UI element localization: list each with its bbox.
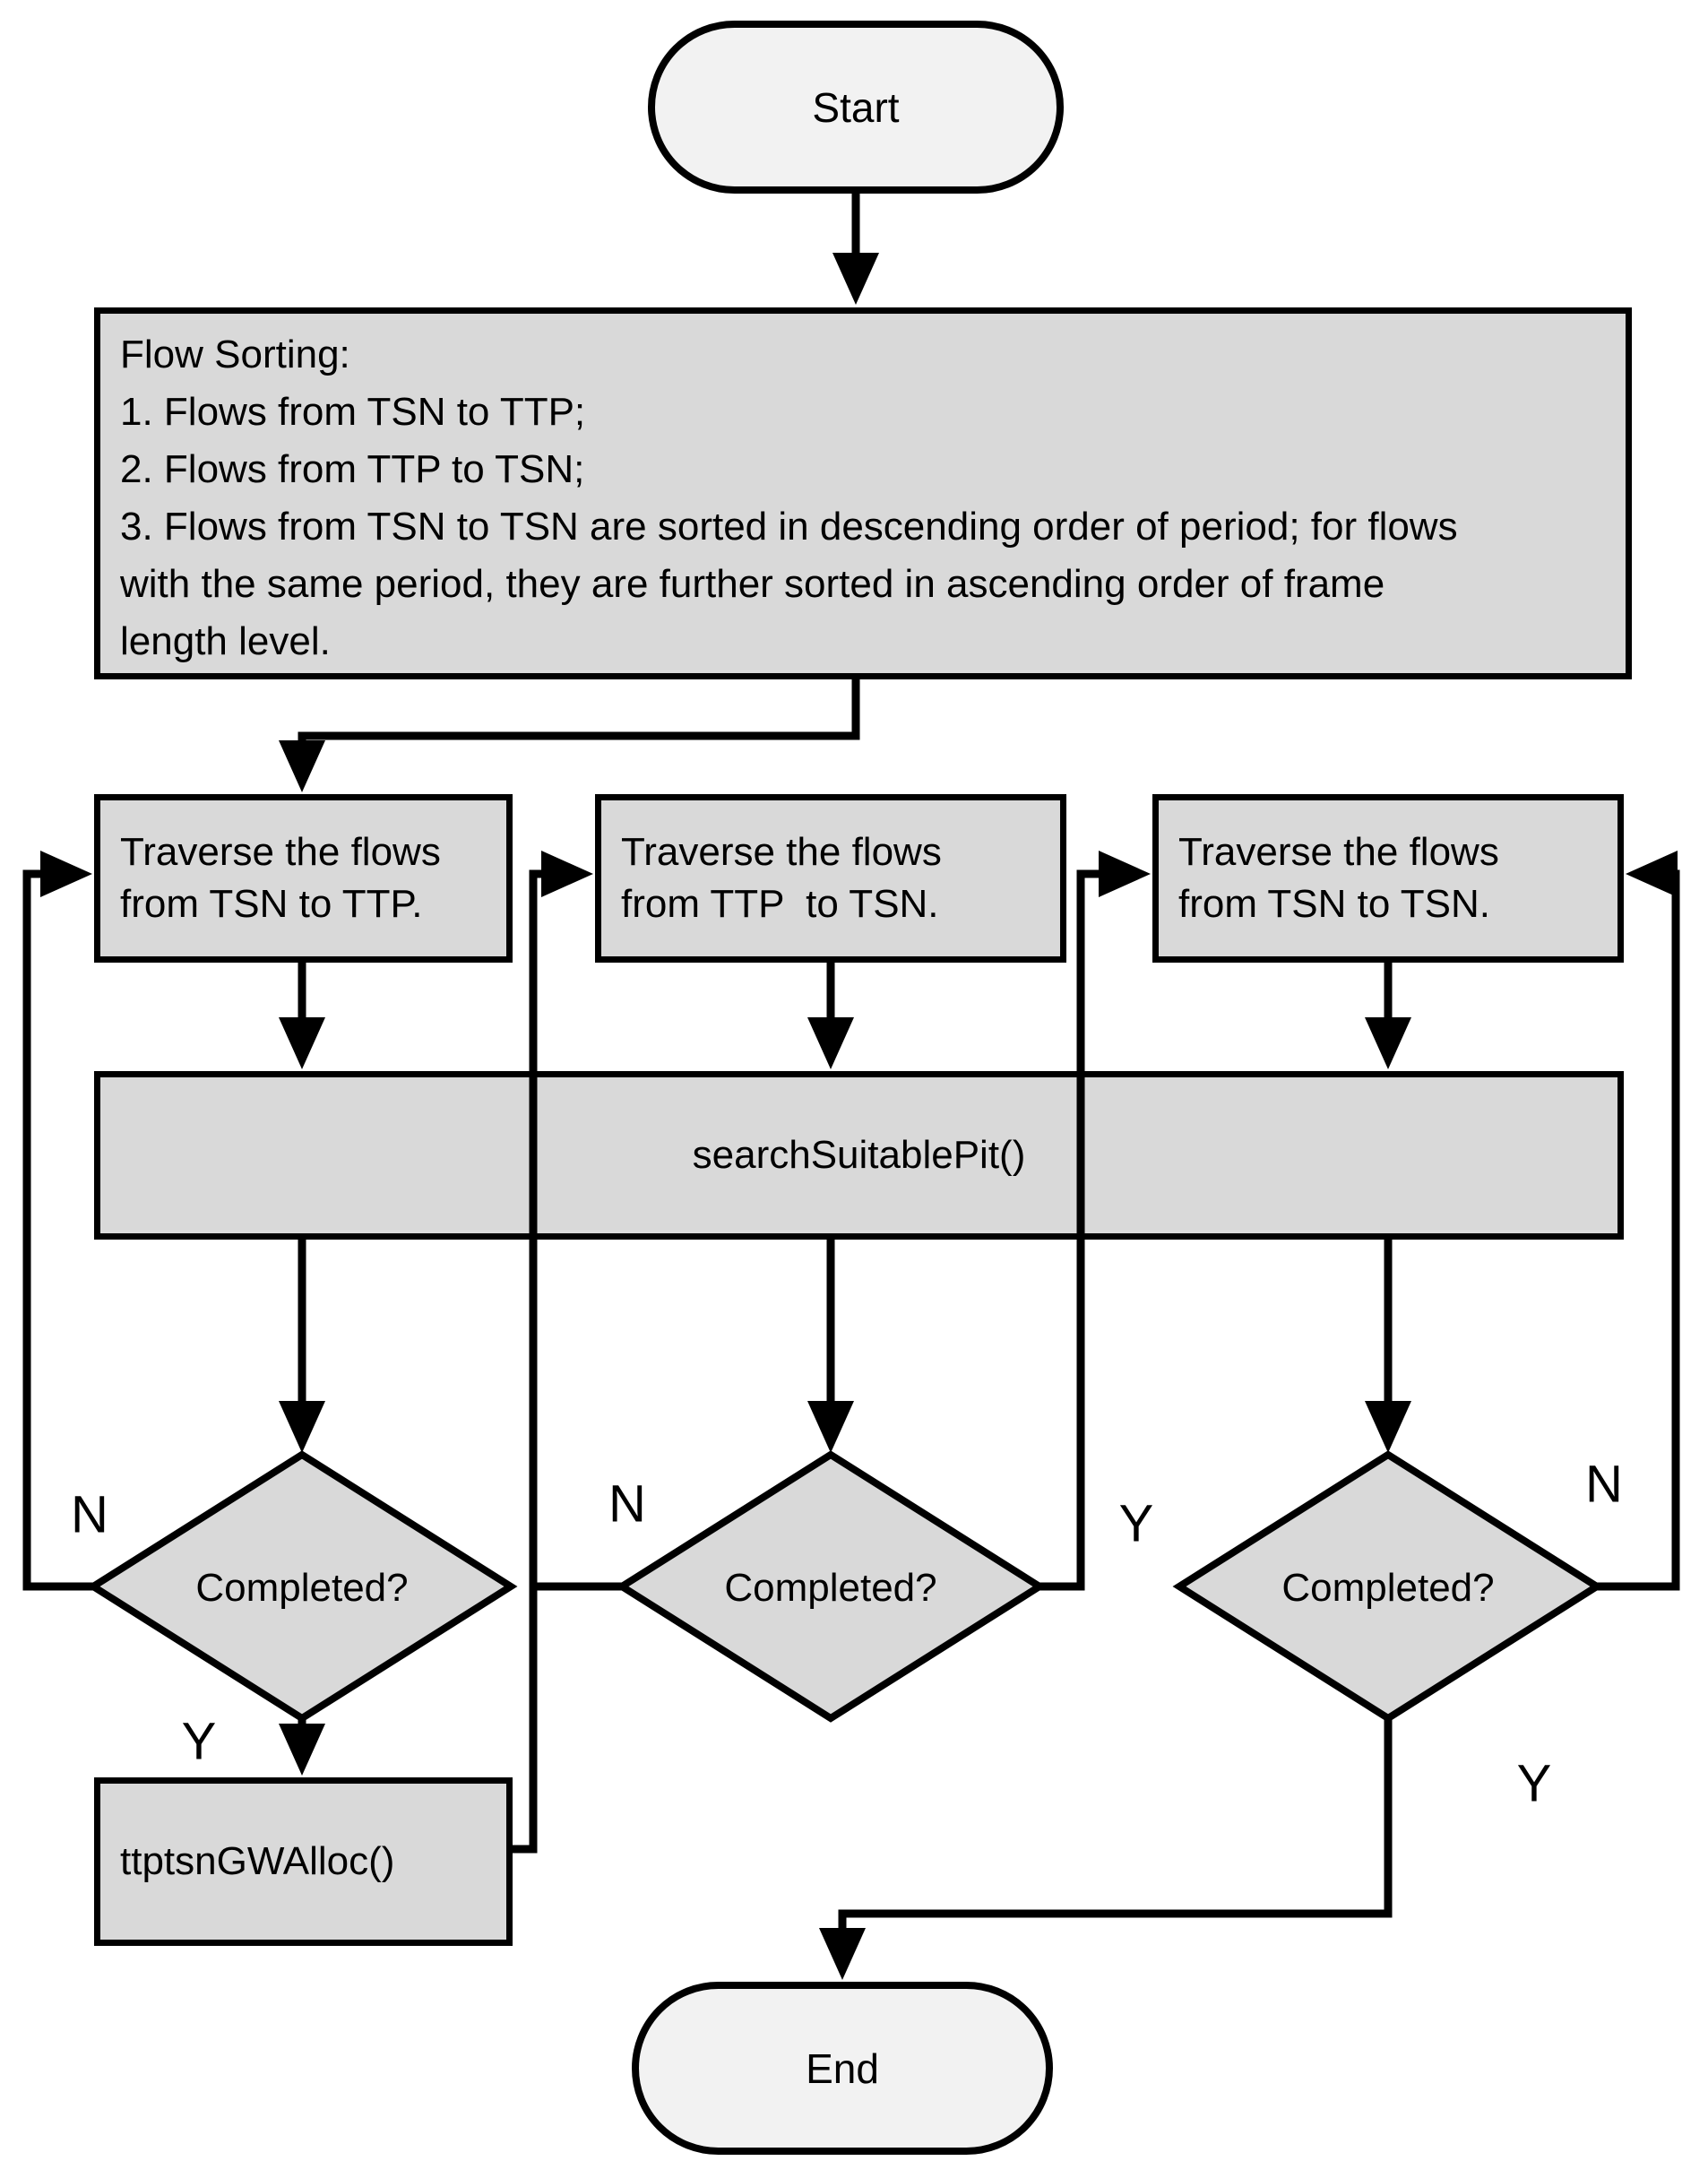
node-ttptsn-gw-alloc-label: ttptsnGWAlloc() [120, 1839, 395, 1883]
node-end-label: End [806, 2044, 879, 2092]
arrowhead-down-icon [279, 1724, 325, 1776]
arrowhead-down-icon [1365, 1017, 1411, 1069]
edge-completed-1-yes [279, 1718, 325, 1776]
edge-label-completed-1-no: N [71, 1485, 108, 1544]
edge-label-completed-2-no: N [608, 1474, 646, 1534]
arrowhead-down-icon [819, 1928, 866, 1980]
arrowhead-right-icon [1099, 851, 1151, 897]
edge-flow-sorting-to-traverse-1 [279, 679, 860, 792]
arrowhead-right-icon [40, 851, 92, 897]
edge-search-to-completed-1 [279, 1240, 325, 1453]
edge-label-completed-3-no: N [1585, 1455, 1623, 1514]
node-traverse-tsn-to-ttp: Traverse the flows from TSN to TTP. [94, 794, 513, 963]
arrowhead-down-icon [807, 1017, 854, 1069]
edge-completed-3-yes [819, 1718, 1393, 1980]
node-traverse-tsn-to-tsn: Traverse the flows from TSN to TSN. [1152, 794, 1624, 963]
node-completed-1-label: Completed? [195, 1566, 409, 1610]
node-start: Start [648, 21, 1064, 194]
node-search-suitable-pit-label: searchSuitablePit() [692, 1133, 1026, 1177]
arrowhead-down-icon [279, 740, 325, 792]
edge-completed-1-no-loop [22, 851, 93, 1591]
arrowhead-down-icon [1365, 1401, 1411, 1453]
node-start-label: Start [812, 83, 900, 131]
arrowhead-down-icon [279, 1017, 325, 1069]
edge-label-completed-2-yes: Y [1118, 1494, 1154, 1553]
edge-search-to-completed-3 [1365, 1240, 1411, 1453]
node-ttptsn-gw-alloc: ttptsnGWAlloc() [94, 1777, 513, 1946]
node-completed-2-label: Completed? [724, 1566, 937, 1610]
node-traverse-tsn-to-tsn-label: Traverse the flows from TSN to TSN. [1178, 830, 1499, 926]
node-flow-sorting: Flow Sorting: 1. Flows from TSN to TTP; … [94, 307, 1632, 679]
edge-traverse-2-to-search [807, 963, 854, 1069]
arrowhead-down-icon [807, 1401, 854, 1453]
edge-start-to-flow-sorting [832, 194, 879, 305]
edge-gwalloc-to-traverse-2 [513, 851, 593, 1854]
arrowhead-down-icon [832, 253, 879, 305]
node-end: End [632, 1982, 1053, 2155]
node-completed-3-label: Completed? [1281, 1566, 1495, 1610]
arrowhead-left-icon [1626, 851, 1678, 897]
node-search-suitable-pit: searchSuitablePit() [94, 1071, 1624, 1240]
node-traverse-ttp-to-tsn-label: Traverse the flows from TTP to TSN. [621, 830, 942, 926]
arrowhead-down-icon [279, 1401, 325, 1453]
edge-label-completed-3-yes: Y [1516, 1754, 1552, 1813]
edge-label-completed-1-yes: Y [181, 1712, 217, 1771]
arrowhead-right-icon [541, 851, 593, 897]
node-traverse-tsn-to-ttp-label: Traverse the flows from TSN to TTP. [120, 830, 441, 926]
edge-traverse-1-to-search [279, 963, 325, 1069]
node-flow-sorting-label: Flow Sorting: 1. Flows from TSN to TTP; … [120, 333, 1458, 663]
node-traverse-ttp-to-tsn: Traverse the flows from TTP to TSN. [595, 794, 1066, 963]
edge-traverse-3-to-search [1365, 963, 1411, 1069]
edge-search-to-completed-2 [807, 1240, 854, 1453]
